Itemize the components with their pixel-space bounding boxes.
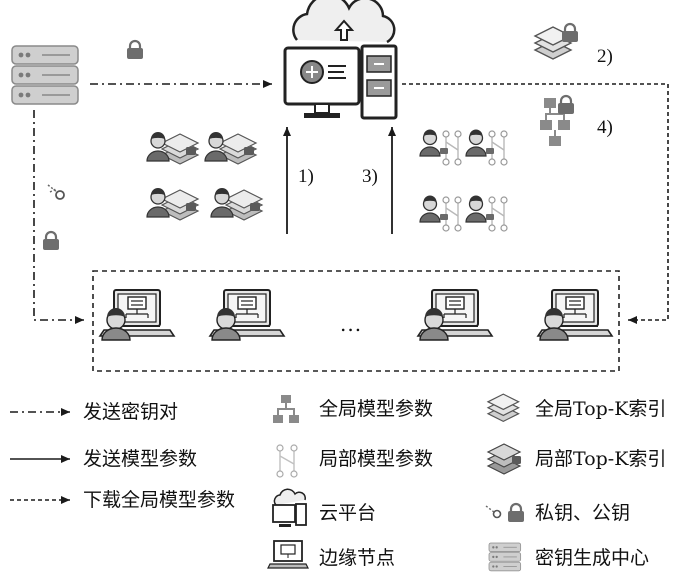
- legend-local-topk-label: 局部Top-K索引: [535, 448, 667, 470]
- legend-send-model-params-label: 发送模型参数: [83, 448, 198, 470]
- user-local-topk-icon-2: [204, 131, 257, 165]
- arrow-download-global: [402, 83, 669, 324]
- legend-key-pair-label: 私钥、公钥: [535, 502, 631, 524]
- legend-local-model-icon: [276, 444, 298, 478]
- legend-global-model-label: 全局模型参数: [319, 398, 434, 420]
- key-center-server-icon: [11, 45, 79, 105]
- step-1-label: 1): [298, 166, 314, 187]
- edge-node-laptop-4: [537, 289, 613, 341]
- legend-global-topk-label: 全局Top-K索引: [535, 398, 667, 420]
- step-4-label: 4): [597, 117, 613, 138]
- arrow-key-to-edge: [33, 110, 84, 324]
- legend-global-topk-icon: [487, 393, 520, 422]
- step-2-label: 2): [597, 46, 613, 67]
- user-local-model-icon-2: [465, 128, 508, 166]
- user-local-model-icon-3: [419, 194, 462, 232]
- private-key-icon: [47, 184, 65, 200]
- legend-key-pair-icon: [485, 502, 526, 524]
- cloud-platform-icon: [283, 0, 398, 120]
- legend-send-key-pair-label: 发送密钥对: [83, 401, 179, 423]
- legend-local-topk-icon: [486, 443, 522, 475]
- user-local-model-icon-4: [465, 194, 508, 232]
- edge-node-laptop-2: [209, 289, 285, 341]
- legend-edge-node-icon: [267, 540, 309, 569]
- public-key-lock-icon: [41, 230, 61, 252]
- legend-global-model-icon: [273, 395, 299, 423]
- global-model-params-lock-icon: [540, 94, 576, 146]
- edge-node-ellipsis: ...: [340, 312, 363, 336]
- user-local-topk-icon-4: [210, 187, 263, 221]
- lock-icon: [125, 39, 145, 61]
- user-local-model-icon-1: [419, 128, 462, 166]
- user-local-topk-icon-1: [146, 131, 199, 165]
- user-local-topk-icon-3: [146, 187, 199, 221]
- step-3-label: 3): [362, 166, 378, 187]
- legend-key-center-label: 密钥生成中心: [535, 547, 650, 569]
- edge-node-group-box: [92, 270, 620, 372]
- legend-cloud-label: 云平台: [319, 502, 377, 524]
- legend-cloud-icon: [272, 488, 307, 527]
- legend-download-global-label: 下载全局模型参数: [83, 489, 236, 511]
- legend-key-center-icon: [488, 542, 522, 572]
- global-topk-index-icon: [534, 22, 580, 60]
- edge-node-laptop-1: [99, 289, 175, 341]
- legend-edge-node-label: 边缘节点: [319, 547, 396, 569]
- legend-local-model-label: 局部模型参数: [319, 448, 434, 470]
- edge-node-laptop-3: [417, 289, 493, 341]
